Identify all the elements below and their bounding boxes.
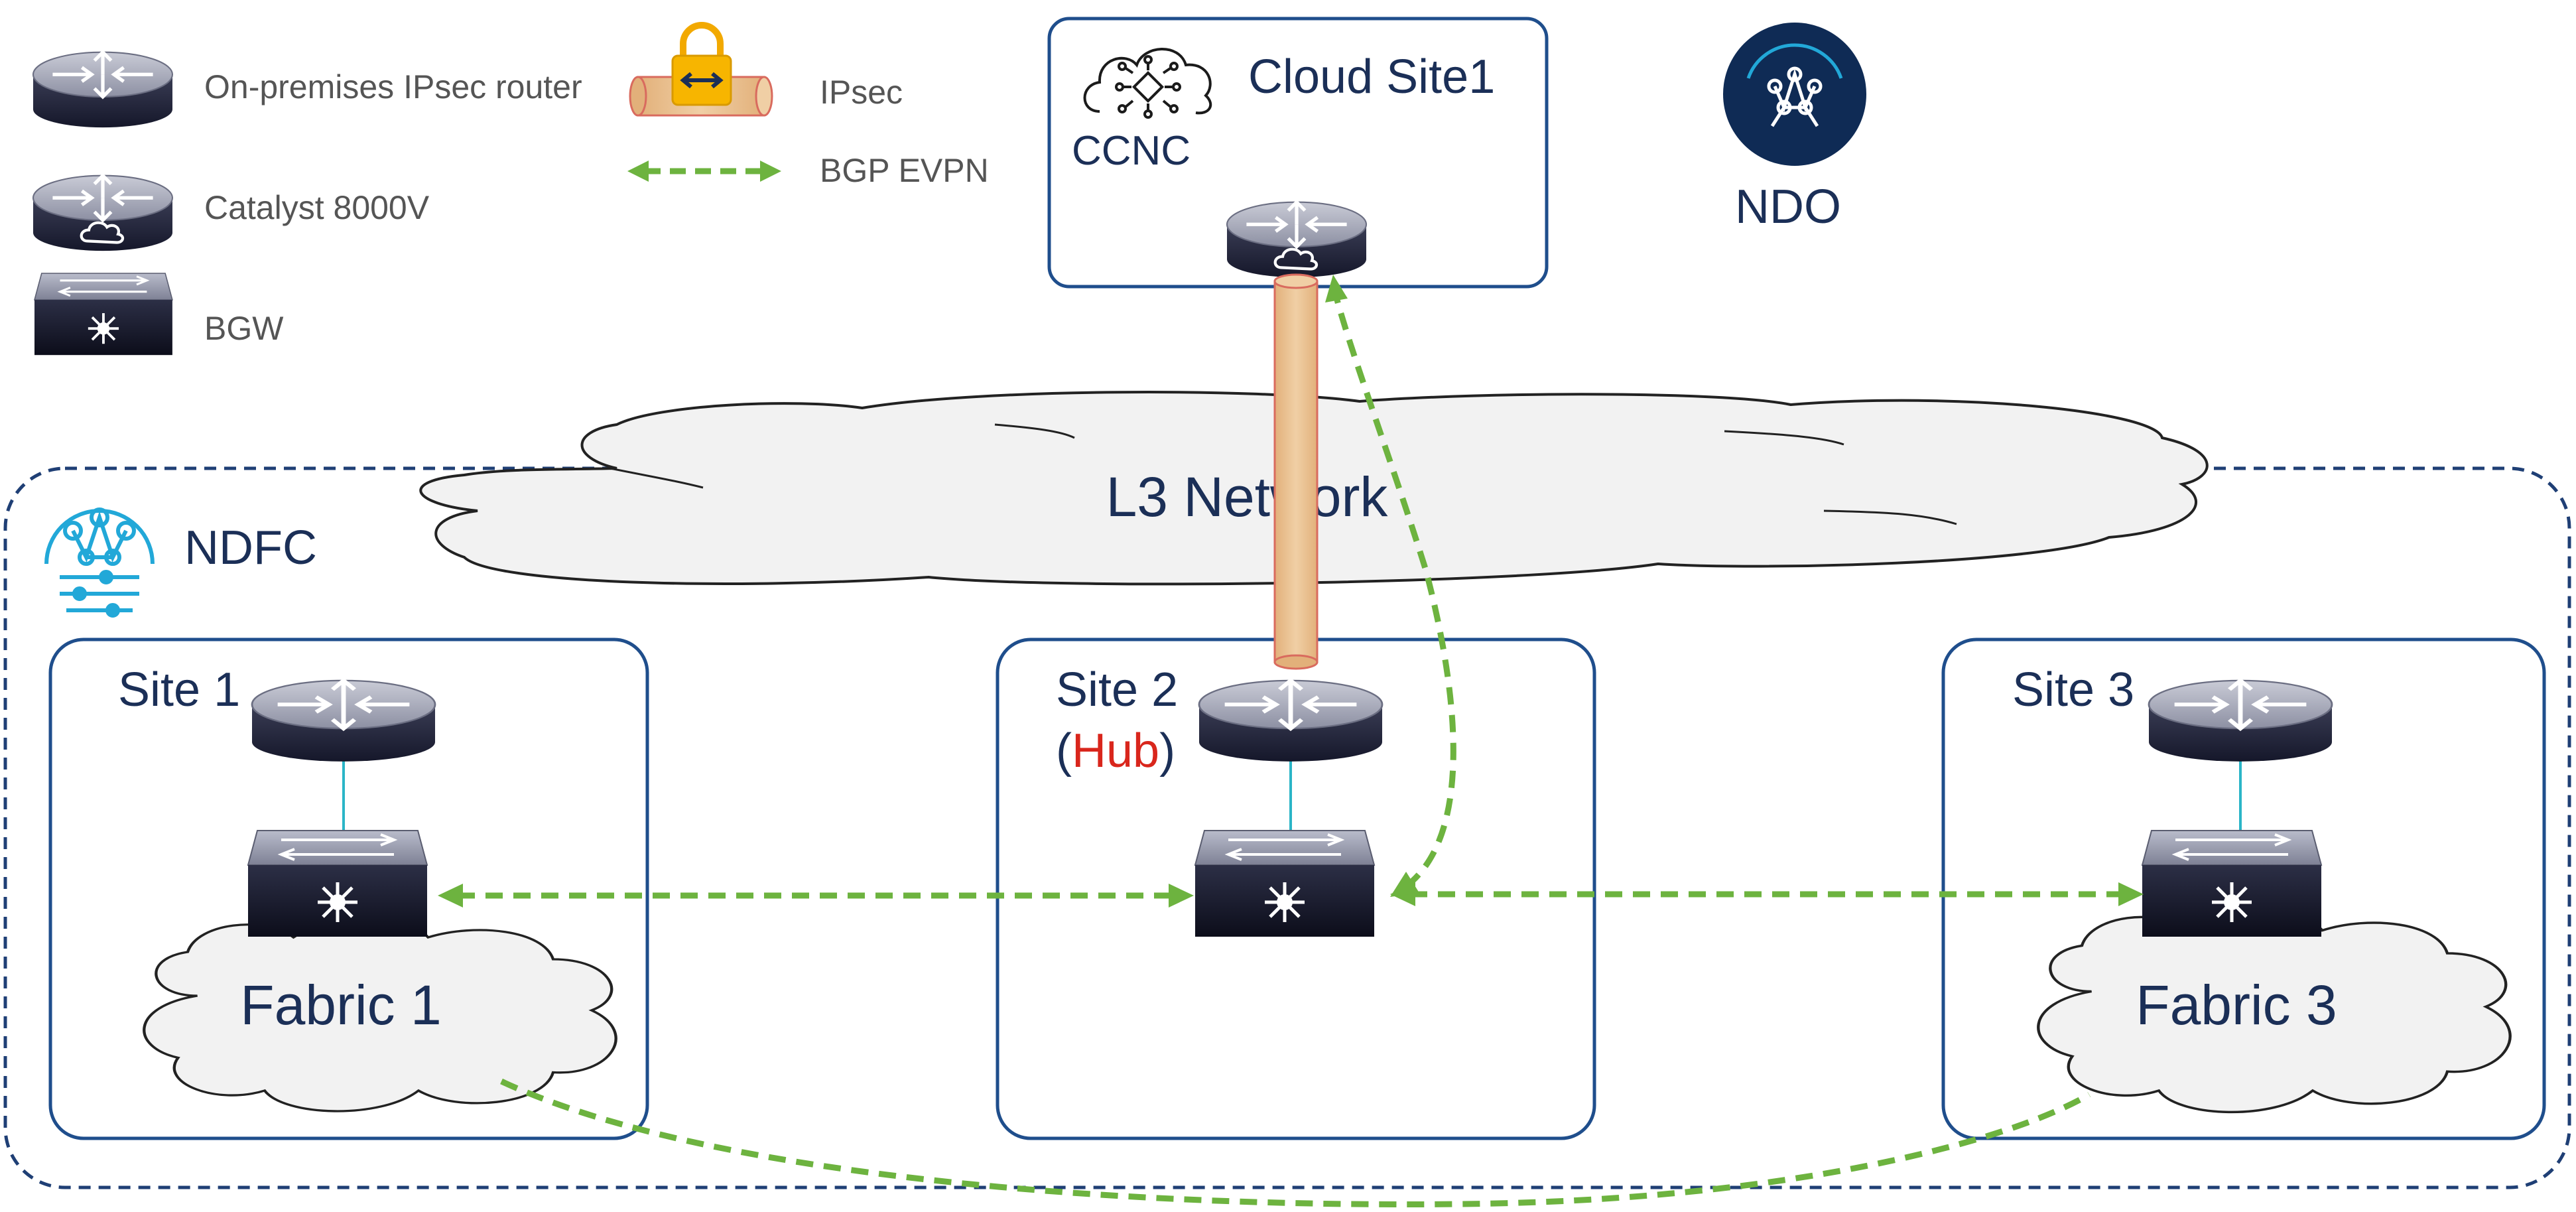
fabric-1-label: Fabric 1	[240, 974, 441, 1036]
legend-bgw-label: BGW	[204, 310, 284, 347]
l3-network-cloud-edge	[994, 423, 1075, 439]
l3-network-cloud-edge	[1724, 430, 1844, 446]
site-1-bgw-icon	[248, 831, 427, 937]
legend-catalyst-label: Catalyst 8000V	[204, 189, 430, 226]
site-2-title: Site 2	[1056, 663, 1178, 716]
l3-network-cloud-edge	[610, 467, 704, 489]
legend-bgp-line	[627, 161, 781, 182]
site-1-router-icon	[252, 681, 435, 762]
legend-ipsec-icon	[629, 22, 773, 117]
hub-word: Hub	[1072, 724, 1159, 777]
ndfc-label: NDFC	[184, 521, 317, 574]
ipsec-tunnel	[1273, 273, 1319, 670]
ndo-icon-glyph	[1746, 43, 1843, 127]
ndo-label: NDO	[1735, 180, 1841, 234]
ccnc-icon	[1083, 48, 1212, 119]
site-3-bgw-icon	[2142, 831, 2321, 937]
site-3-router-icon	[2149, 681, 2332, 762]
legend-ipsec-label: IPsec	[820, 74, 903, 111]
site-1-title: Site 1	[118, 663, 240, 716]
l3-network-label: L3 Network	[1106, 466, 1389, 528]
bgp-evpn-links	[458, 299, 2122, 1207]
legend-bgp-label: BGP EVPN	[820, 152, 989, 189]
site-2-hub-label: (Hub)	[1056, 724, 1175, 777]
bgp-arrowheads	[438, 275, 2144, 908]
bgp-site2-cloud	[1334, 299, 1456, 889]
legend-catalyst-icon	[32, 176, 174, 251]
site-2-bgw-icon	[1195, 831, 1374, 937]
site-3-title: Site 3	[2012, 663, 2134, 716]
fabric-3-label: Fabric 3	[2136, 974, 2337, 1036]
catalyst-8000v-router-icon	[1226, 202, 1368, 278]
legend-router-label: On-premises IPsec router	[204, 68, 582, 105]
cloud-site-title: Cloud Site1	[1248, 50, 1495, 103]
bgp-fabric1-fabric3	[500, 1078, 2091, 1207]
legend-bgw-icon	[33, 272, 174, 357]
site-2-router-icon	[1199, 681, 1382, 762]
l3-network-cloud-edge	[1823, 509, 1957, 525]
legend: On-premises IPsec router Catalyst 8000V …	[32, 22, 989, 357]
ndfc-icon	[44, 507, 155, 618]
ccnc-label: CCNC	[1072, 128, 1191, 174]
legend-router-icon	[33, 52, 172, 127]
